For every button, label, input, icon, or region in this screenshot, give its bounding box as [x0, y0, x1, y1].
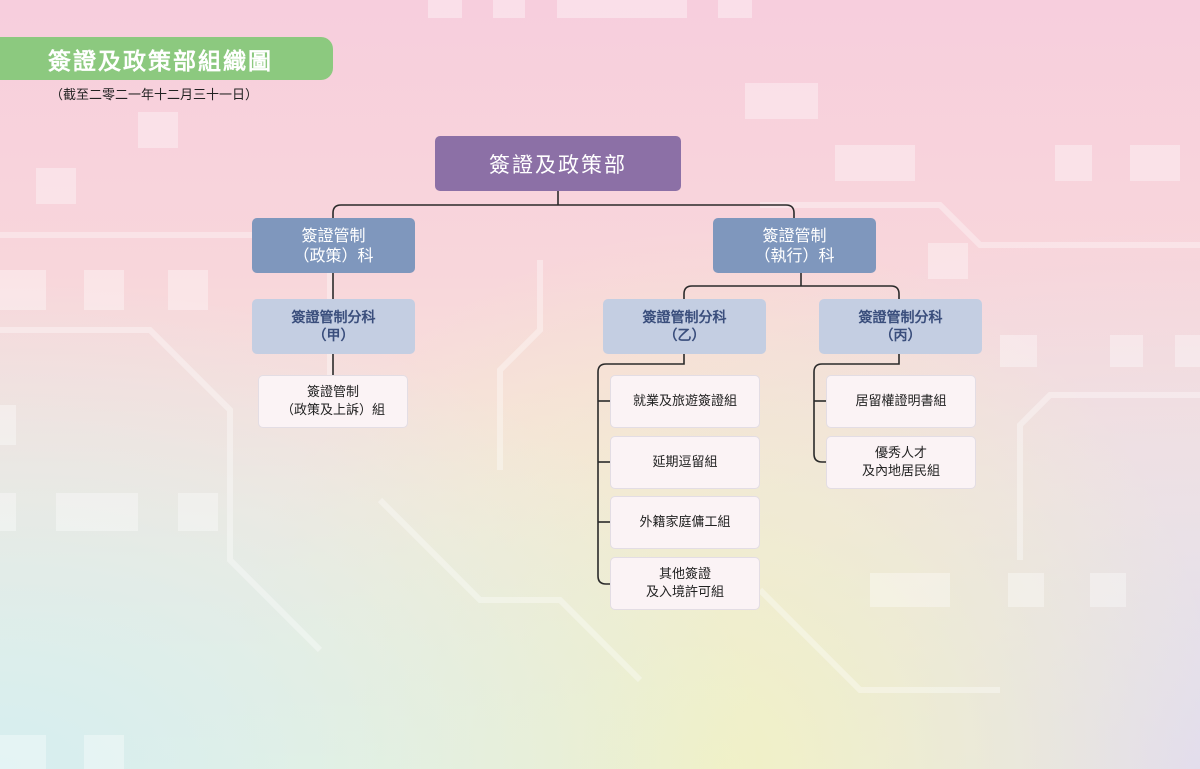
- background-decoration: [178, 493, 218, 531]
- background-decoration: [56, 493, 138, 531]
- background-decoration: [36, 168, 76, 204]
- section-node-line1: 簽證管制: [762, 225, 827, 245]
- unit-node-line1: 就業及旅遊簽證組: [632, 393, 737, 409]
- subsection-node-line1: 簽證管制分科: [858, 309, 943, 326]
- background-decoration: [0, 735, 46, 769]
- subsection-node-b: 簽證管制分科 （乙）: [603, 299, 766, 354]
- section-node-line2: （政策）科: [293, 245, 374, 265]
- unit-node: 就業及旅遊簽證組: [610, 375, 760, 428]
- section-node-line1: 簽證管制: [301, 225, 366, 245]
- unit-node: 其他簽證 及入境許可組: [610, 557, 760, 610]
- subsection-node-line1: 簽證管制分科: [642, 309, 727, 326]
- root-node-visa-policy-department: 簽證及政策部: [435, 136, 681, 191]
- subsection-node-c: 簽證管制分科 （丙）: [819, 299, 982, 354]
- unit-node-line2: 及入境許可組: [645, 584, 724, 600]
- unit-node-line1: 簽證管制: [306, 384, 359, 400]
- unit-node-line2: 及內地居民組: [861, 463, 940, 479]
- page-title: 簽證及政策部組織圖: [0, 37, 333, 80]
- unit-node-line1: 外籍家庭傭工組: [639, 514, 731, 530]
- subsection-node-a: 簽證管制分科 （甲）: [252, 299, 415, 354]
- unit-node-line1: 其他簽證: [658, 566, 711, 582]
- background-decoration: [493, 0, 525, 18]
- unit-node-line1: 居留權證明書組: [855, 393, 947, 409]
- background-decoration: [928, 243, 968, 279]
- background-decoration: [718, 0, 752, 18]
- background-decoration: [1090, 573, 1126, 607]
- background-decoration: [1008, 573, 1044, 607]
- subsection-node-line2: （乙）: [663, 327, 706, 344]
- unit-node: 優秀人才 及內地居民組: [826, 436, 976, 489]
- background-decoration: [138, 112, 178, 148]
- subsection-node-line2: （甲）: [312, 327, 355, 344]
- background-decoration: [1055, 145, 1092, 181]
- background-decoration: [428, 0, 462, 18]
- background-decoration: [835, 145, 915, 181]
- connector-root-branch: [332, 204, 795, 218]
- background-decoration: [745, 83, 818, 119]
- page-subtitle: （截至二零二一年十二月三十一日）: [50, 88, 259, 103]
- unit-node-line1: 優秀人才: [874, 445, 927, 461]
- subsection-node-line1: 簽證管制分科: [291, 309, 376, 326]
- section-node-line2: （執行）科: [754, 245, 835, 265]
- background-decoration: [870, 573, 950, 607]
- unit-node: 外籍家庭傭工組: [610, 496, 760, 549]
- connector-subsection-b: [597, 354, 685, 585]
- background-decoration: [1175, 335, 1200, 367]
- subsection-node-line2: （丙）: [879, 327, 922, 344]
- unit-node: 延期逗留組: [610, 436, 760, 489]
- background-decoration: [557, 0, 687, 18]
- background-decoration: [1000, 335, 1037, 367]
- section-node-policy: 簽證管制 （政策）科: [252, 218, 415, 273]
- unit-node-line1: 延期逗留組: [652, 454, 718, 470]
- unit-node: 簽證管制 （政策及上訴）組: [258, 375, 408, 428]
- background-decoration: [1130, 145, 1180, 181]
- section-node-enforcement: 簽證管制 （執行）科: [713, 218, 876, 273]
- background-decoration: [168, 270, 208, 310]
- connector-subsection-c: [813, 354, 900, 463]
- background-decoration: [1110, 335, 1143, 367]
- background-decoration: [84, 270, 124, 310]
- background-decoration: [0, 405, 16, 445]
- background-decoration: [84, 735, 124, 769]
- root-node-label: 簽證及政策部: [489, 152, 627, 177]
- unit-node: 居留權證明書組: [826, 375, 976, 428]
- background-decoration: [0, 493, 16, 531]
- background-decoration: [0, 270, 46, 310]
- unit-node-line2: （政策及上訴）組: [280, 402, 385, 418]
- connector-section-2-branch: [683, 285, 900, 299]
